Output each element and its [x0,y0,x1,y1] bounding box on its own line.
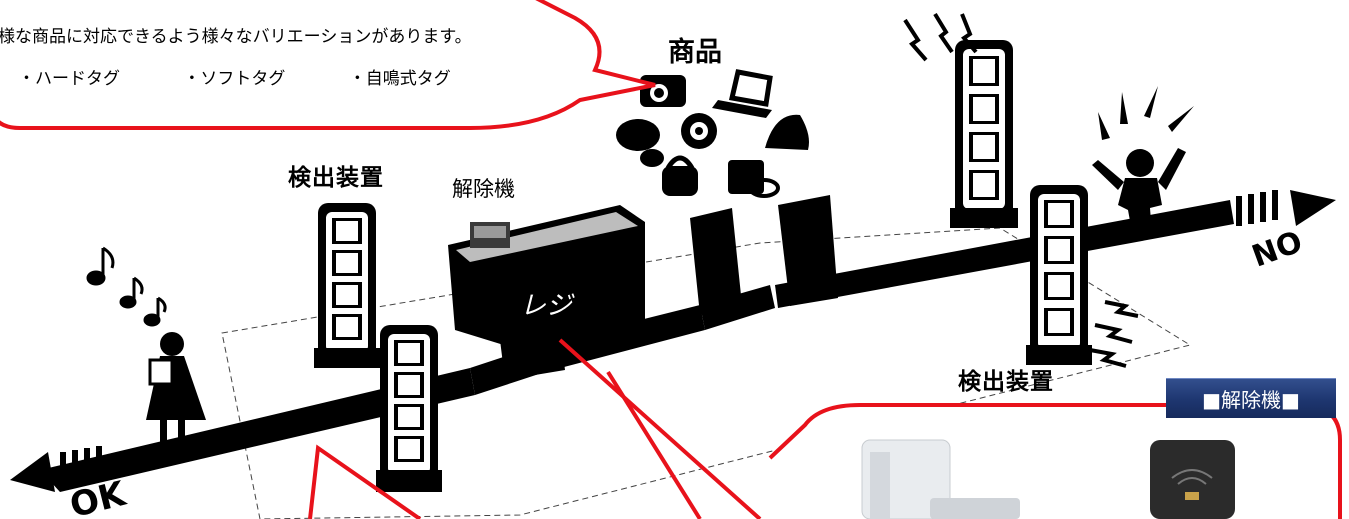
callout-top-text: 様な商品に対応できるよう様々なバリエーションがあります。 [0,27,472,47]
label-deactivator: 解除機 [452,177,515,201]
deactivator-device-photo-1 [861,439,1020,519]
person-happy [146,332,206,448]
goods-icons [616,69,809,198]
deactivator-panel-title: ■解除機■ [1166,378,1336,418]
tag-self-alarm: ・自鳴式タグ [348,69,451,89]
customer-path [40,195,1234,492]
detector-gate-right-back [950,40,1018,228]
callout-top-outline [0,0,656,130]
label-detector-left: 検出装置 [288,165,384,191]
detector-gate-right-front [1026,185,1092,365]
person-alarmed [1092,86,1194,235]
detector-gate-left-front [376,325,442,492]
callout-pointers [308,338,762,519]
floor-outline [221,227,1192,519]
callout-deactivator-outline [768,403,1342,519]
arrow-ok [10,446,102,492]
tag-soft: ・ソフトタグ [183,69,286,89]
alarm-bolts [903,12,1139,368]
arrow-no [1236,190,1336,226]
detector-gate-left-back [314,203,380,368]
label-products: 商品 [668,37,722,68]
music-notes [86,246,167,327]
deactivator-device-photo-2 [1150,440,1235,519]
tag-hard: ・ハードタグ [18,69,120,89]
register-counter [448,205,645,350]
tag-list: ・ハードタグ ・ソフトタグ ・自鳴式タグ [18,64,509,89]
label-detector-right: 検出装置 [958,369,1054,395]
label-register: レジ [520,291,573,321]
